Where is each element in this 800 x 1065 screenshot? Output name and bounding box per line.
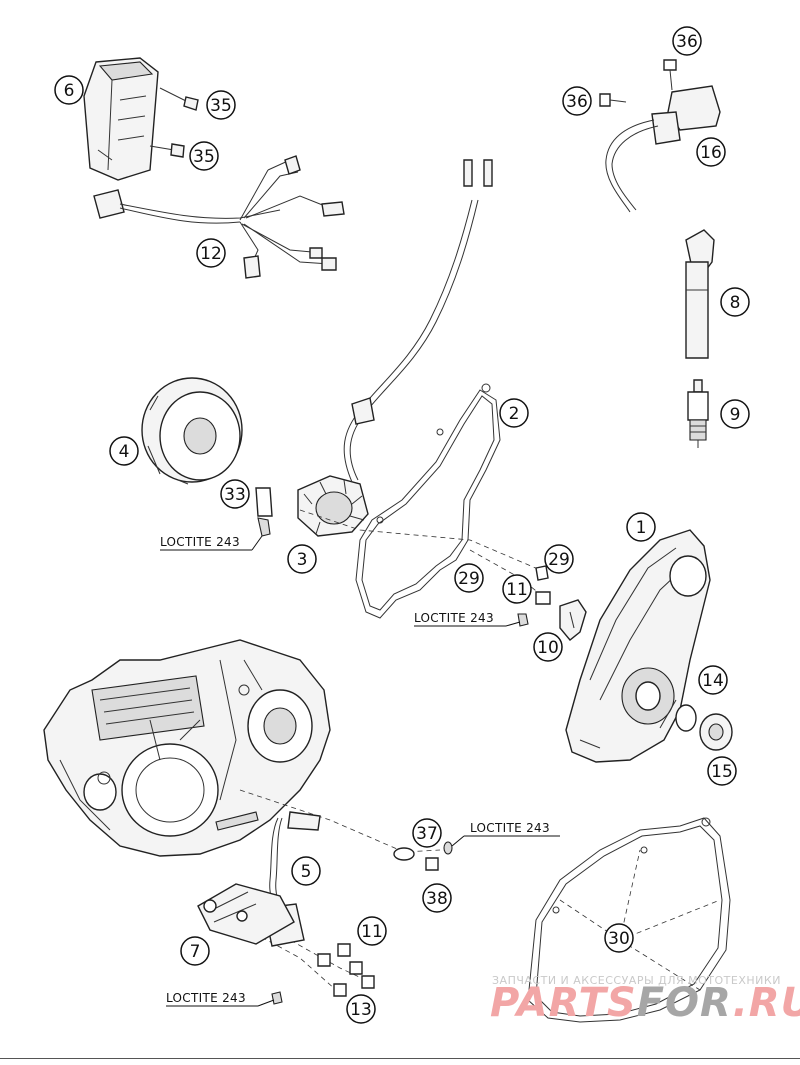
svg-text:LOCTITE 243: LOCTITE 243	[414, 611, 494, 625]
callout-3: 3	[287, 544, 317, 574]
svg-text:3: 3	[297, 550, 308, 570]
loctite-label-bracket-screws: LOCTITE 243	[166, 991, 275, 1007]
plug-15-drawing	[699, 713, 733, 751]
callout-11-lower: 11	[357, 916, 387, 946]
svg-text:10: 10	[537, 638, 559, 658]
svg-text:12: 12	[200, 244, 222, 264]
svg-text:35: 35	[193, 147, 215, 167]
callout-11-upper: 11	[502, 574, 532, 604]
callout-2: 2	[499, 398, 529, 428]
ignition-cover-drawing	[565, 529, 711, 763]
callout-37: 37	[412, 818, 442, 848]
svg-text:2: 2	[509, 404, 520, 424]
svg-text:36: 36	[566, 92, 588, 112]
svg-text:30: 30	[608, 929, 630, 949]
callout-35-lower: 35	[189, 141, 219, 171]
callout-33: 33	[220, 479, 250, 509]
callout-15: 15	[707, 756, 737, 786]
washer-37-drawing	[393, 841, 453, 861]
callout-1: 1	[626, 512, 656, 542]
screw-36-upper-drawing	[663, 59, 677, 91]
screw-36-left-drawing	[599, 93, 627, 107]
svg-text:11: 11	[506, 580, 528, 600]
bottom-border-line	[0, 1058, 800, 1059]
svg-text:5: 5	[301, 862, 312, 882]
callout-16: 16	[696, 137, 726, 167]
screw-38-drawing	[425, 857, 439, 871]
svg-text:4: 4	[119, 442, 130, 462]
screw-11-upper-drawing	[517, 591, 551, 627]
svg-text:37: 37	[416, 824, 438, 844]
svg-text:9: 9	[730, 405, 741, 425]
watermark-brand: PARTSFOR.RU	[490, 980, 800, 1026]
watermark: ЗАПЧАСТИ И АКСЕССУАРЫ ДЛЯ МОТОТЕХНИКИ PA…	[490, 974, 800, 1026]
svg-text:8: 8	[730, 293, 741, 313]
wiring-harness-drawing	[93, 155, 345, 279]
callout-29-upper: 29	[544, 544, 574, 574]
cdi-unit-drawing	[83, 57, 159, 181]
callout-10: 10	[533, 632, 563, 662]
screw-35-upper-drawing	[159, 87, 199, 111]
svg-text:36: 36	[676, 32, 698, 52]
loctite-label-clip-screw: LOCTITE 243	[414, 611, 521, 627]
callout-36-left: 36	[562, 86, 592, 116]
sensor-bracket-drawing	[197, 883, 295, 945]
svg-text:LOCTITE 243: LOCTITE 243	[160, 535, 240, 549]
callout-30: 30	[604, 923, 634, 953]
loctite-label-washer: LOCTITE 243	[451, 821, 560, 847]
screw-11-lower-drawing	[337, 943, 351, 957]
svg-text:LOCTITE 243: LOCTITE 243	[470, 821, 550, 835]
svg-text:ЗАПЧАСТИ И АКСЕССУАРЫ ДЛЯ МОТО: ЗАПЧАСТИ И АКСЕССУАРЫ ДЛЯ МОТОТЕХНИКИ	[492, 974, 781, 987]
callout-12: 12	[196, 238, 226, 268]
callout-8: 8	[720, 287, 750, 317]
svg-text:11: 11	[361, 922, 383, 942]
callout-35-upper: 35	[206, 90, 236, 120]
callout-29-lower: 29	[454, 563, 484, 593]
spark-plug-cap-drawing	[685, 229, 715, 359]
callout-14: 14	[698, 665, 728, 695]
callout-13: 13	[346, 994, 376, 1024]
svg-text:LOCTITE 243: LOCTITE 243	[166, 991, 246, 1005]
ignition-coil-drawing	[605, 85, 721, 213]
svg-text:14: 14	[702, 671, 724, 691]
svg-text:15: 15	[711, 762, 733, 782]
svg-text:16: 16	[700, 143, 722, 163]
callout-4: 4	[109, 436, 139, 466]
svg-text:6: 6	[64, 81, 75, 101]
callout-7: 7	[180, 936, 210, 966]
loctite-label-stator-bolt: LOCTITE 243	[160, 535, 263, 551]
screw-35-lower-drawing	[149, 143, 185, 158]
spark-plug-drawing	[687, 379, 709, 448]
oring-14-drawing	[675, 704, 697, 732]
svg-text:29: 29	[458, 569, 480, 589]
svg-text:38: 38	[426, 889, 448, 909]
screws-13-drawing	[271, 953, 375, 1005]
callout-38: 38	[422, 883, 452, 913]
gasket-drawing	[355, 383, 501, 619]
stator-bolt-drawing	[255, 487, 273, 537]
stator-cable-drawing	[343, 159, 493, 483]
svg-text:33: 33	[224, 485, 246, 505]
callout-6: 6	[54, 75, 84, 105]
svg-text:13: 13	[350, 1000, 372, 1020]
cable-clip-10-drawing	[559, 599, 587, 641]
callout-9: 9	[720, 399, 750, 429]
callout-36-upper: 36	[672, 26, 702, 56]
flywheel-rotor-drawing	[141, 377, 243, 485]
callout-5: 5	[291, 856, 321, 886]
stator-drawing	[297, 475, 369, 537]
svg-text:7: 7	[190, 942, 201, 962]
dowel-29-drawing	[535, 565, 549, 581]
svg-text:29: 29	[548, 550, 570, 570]
svg-text:1: 1	[636, 518, 647, 538]
svg-text:35: 35	[210, 96, 232, 116]
crankcase-drawing	[43, 639, 331, 857]
